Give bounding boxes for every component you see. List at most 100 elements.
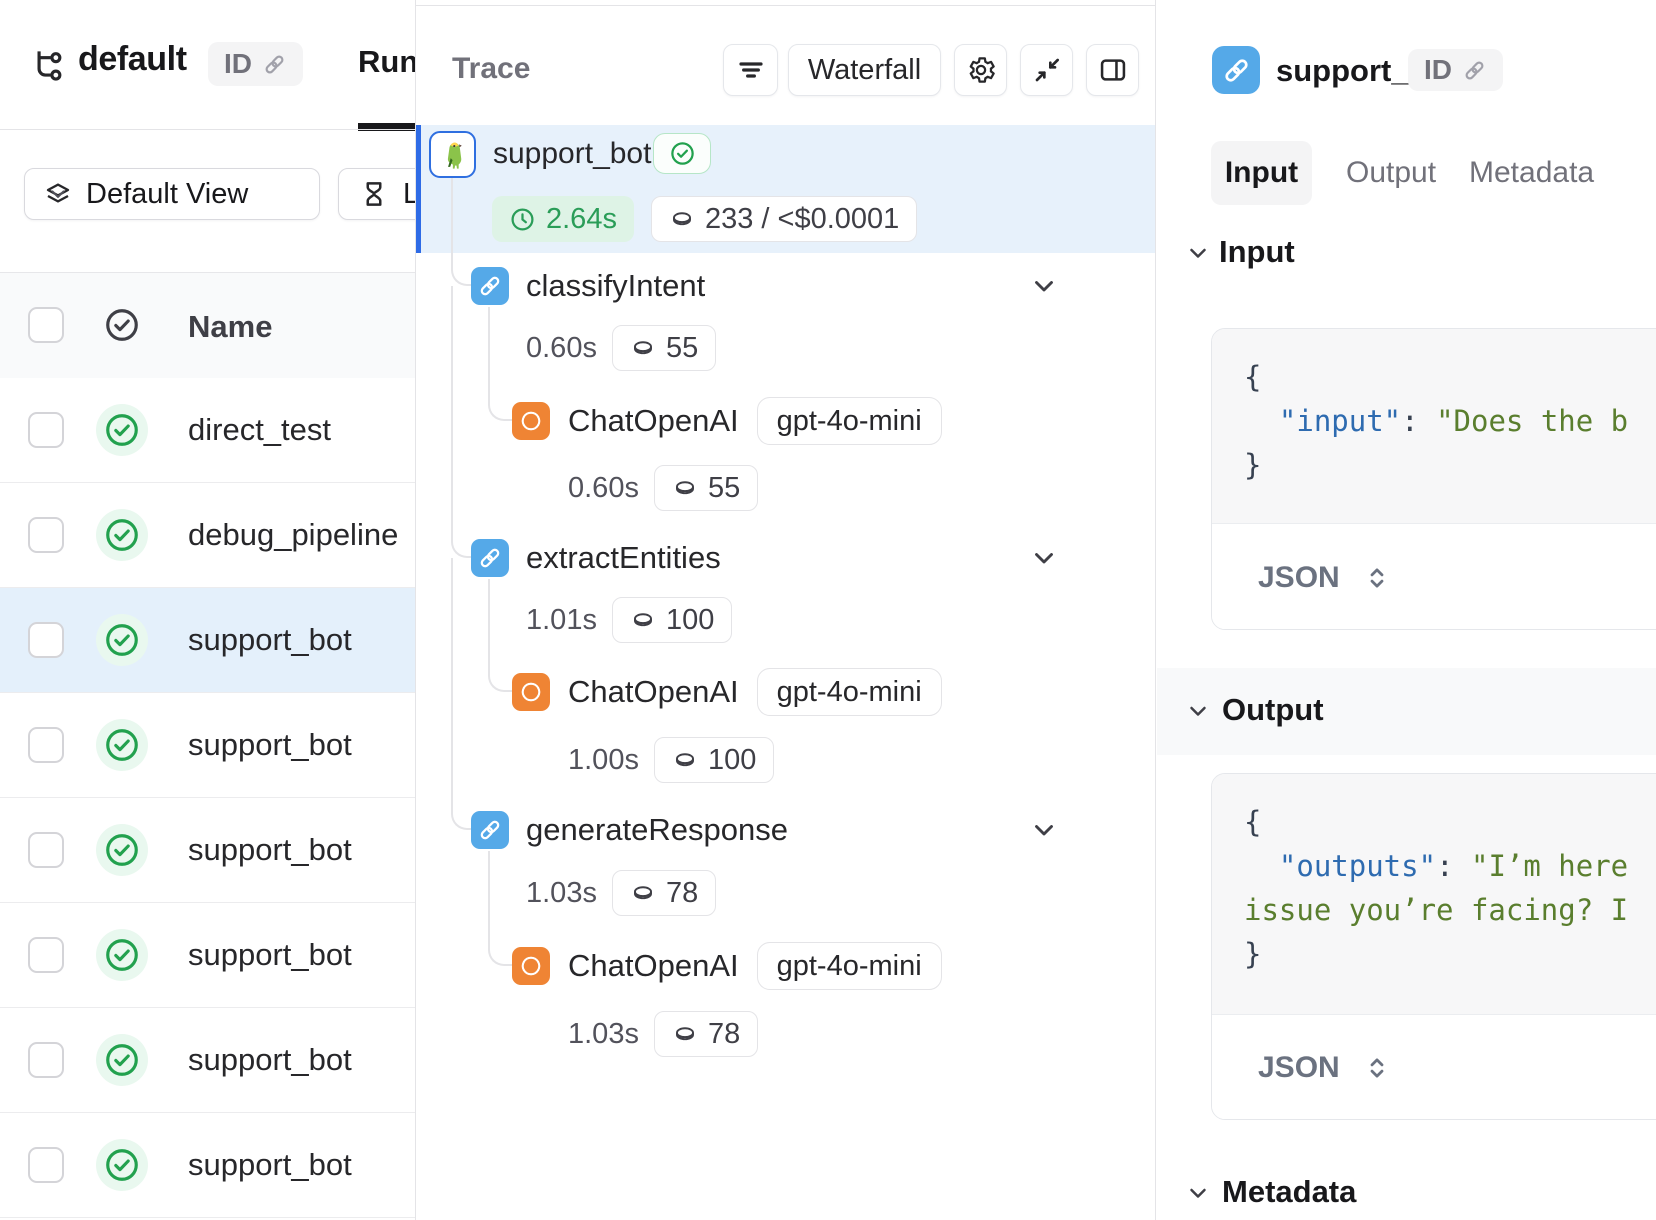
token-count: 100 [707,743,757,776]
root-run-stats: 2.64s 233 / <$0.0001 [492,196,918,242]
table-row[interactable]: direct_test [0,378,415,483]
code-line: } [1244,937,1262,971]
token-pill: 78 [611,870,717,916]
duration: 0.60s [568,471,639,504]
table-row[interactable]: debug_pipeline [0,483,415,588]
duration: 0.60s [526,331,597,364]
run-name[interactable]: support_bot [188,832,352,867]
table-row[interactable]: support_bot [0,693,415,798]
tab-metadata[interactable]: Metadata [1469,156,1595,189]
row-checkbox[interactable] [28,517,64,553]
trace-connector [488,851,513,966]
openai-icon [512,673,550,711]
view-selector-button[interactable]: Default View [24,168,320,220]
success-status-icon [103,621,141,659]
llm-name[interactable]: ChatOpenAI [568,674,739,709]
input-json-code: { "input": "Does the b} [1212,329,1656,523]
table-row[interactable]: support_bot [0,798,415,903]
success-status-icon [103,1041,141,1079]
table-row[interactable]: support_bot [0,588,415,693]
link-icon [262,52,287,77]
tab-output[interactable]: Output [1346,156,1437,189]
metadata-section-heading[interactable]: Metadata [1222,1174,1357,1209]
output-section-band [1157,668,1656,755]
row-checkbox[interactable] [28,832,64,868]
run-name[interactable]: debug_pipeline [188,517,399,552]
collapse-button[interactable] [1020,44,1073,96]
stage-name[interactable]: extractEntities [526,540,721,575]
chevron-down-icon[interactable] [1185,698,1211,724]
run-name[interactable]: support_bot [188,937,352,972]
llm-name[interactable]: ChatOpenAI [568,403,739,438]
llm-name[interactable]: ChatOpenAI [568,948,739,983]
parrot-icon [436,138,470,172]
run-name[interactable]: support_bot [188,622,352,657]
select-all-checkbox[interactable] [28,307,64,343]
success-status-icon [103,831,141,869]
filter-button[interactable] [723,44,778,96]
success-status-icon [103,936,141,974]
table-row[interactable]: support_bot [0,903,415,1008]
name-column-header[interactable]: Name [188,309,273,344]
success-status-icon [103,516,141,554]
settings-button[interactable] [954,44,1007,96]
table-row[interactable]: support_bot [0,1008,415,1113]
model-pill: gpt-4o-mini [756,397,942,445]
chevron-down-icon[interactable] [1029,271,1059,301]
openai-icon [518,953,544,979]
panel-layout-icon [1097,54,1129,86]
row-checkbox[interactable] [28,1042,64,1078]
openai-icon [512,402,550,440]
stage-name[interactable]: generateResponse [526,812,788,847]
runs-list-panel: default ID Runs Default View L Name dire… [0,0,508,1220]
run-name[interactable]: support_bot [188,1147,352,1182]
format-label: JSON [1258,560,1340,594]
run-id-badge[interactable]: ID [1408,49,1503,91]
row-checkbox[interactable] [28,727,64,763]
chain-link-icon [477,273,503,299]
chevron-down-icon[interactable] [1029,815,1059,845]
input-json-card: { "input": "Does the b} JSON [1211,328,1656,630]
panel-top-border [416,5,1155,6]
model-pill: gpt-4o-mini [756,668,942,716]
row-checkbox[interactable] [28,412,64,448]
project-title: default [78,40,187,78]
chevron-down-icon[interactable] [1185,240,1211,266]
chevron-down-icon[interactable] [1029,543,1059,573]
run-name[interactable]: support_bot [188,1042,352,1077]
filter-icon [735,54,767,86]
row-checkbox[interactable] [28,622,64,658]
run-name[interactable]: direct_test [188,412,332,447]
row-checkbox[interactable] [28,1147,64,1183]
row-checkbox[interactable] [28,937,64,973]
llm-run-row[interactable]: ChatOpenAI gpt-4o-mini [568,397,942,445]
llm-run-row[interactable]: ChatOpenAI gpt-4o-mini [568,668,942,716]
format-select-icon[interactable] [1362,1053,1392,1083]
chevron-down-icon[interactable] [1185,1180,1211,1206]
code-line: "input": "Does the b [1278,404,1629,438]
run-name[interactable]: support_bot [188,727,352,762]
project-id-badge[interactable]: ID [208,42,303,86]
waterfall-label: Waterfall [807,53,922,86]
run-icon-badge [1212,46,1260,94]
stage-name[interactable]: classifyIntent [526,268,706,303]
code-line: } [1244,448,1262,482]
tab-input[interactable]: Input [1211,141,1312,205]
selected-row-bar [416,125,421,253]
chain-link-icon [477,817,503,843]
side-panel-toggle-button[interactable] [1086,44,1139,96]
collapse-arrows-icon [1031,54,1063,86]
table-row[interactable]: support_bot [0,1113,415,1218]
chevron-down-icon [47,183,69,205]
waterfall-view-button[interactable]: Waterfall [788,44,941,96]
root-run-name[interactable]: support_bot [493,137,652,170]
output-section-heading[interactable]: Output [1222,692,1324,727]
input-section-heading[interactable]: Input [1219,234,1295,269]
format-select-icon[interactable] [1362,563,1392,593]
